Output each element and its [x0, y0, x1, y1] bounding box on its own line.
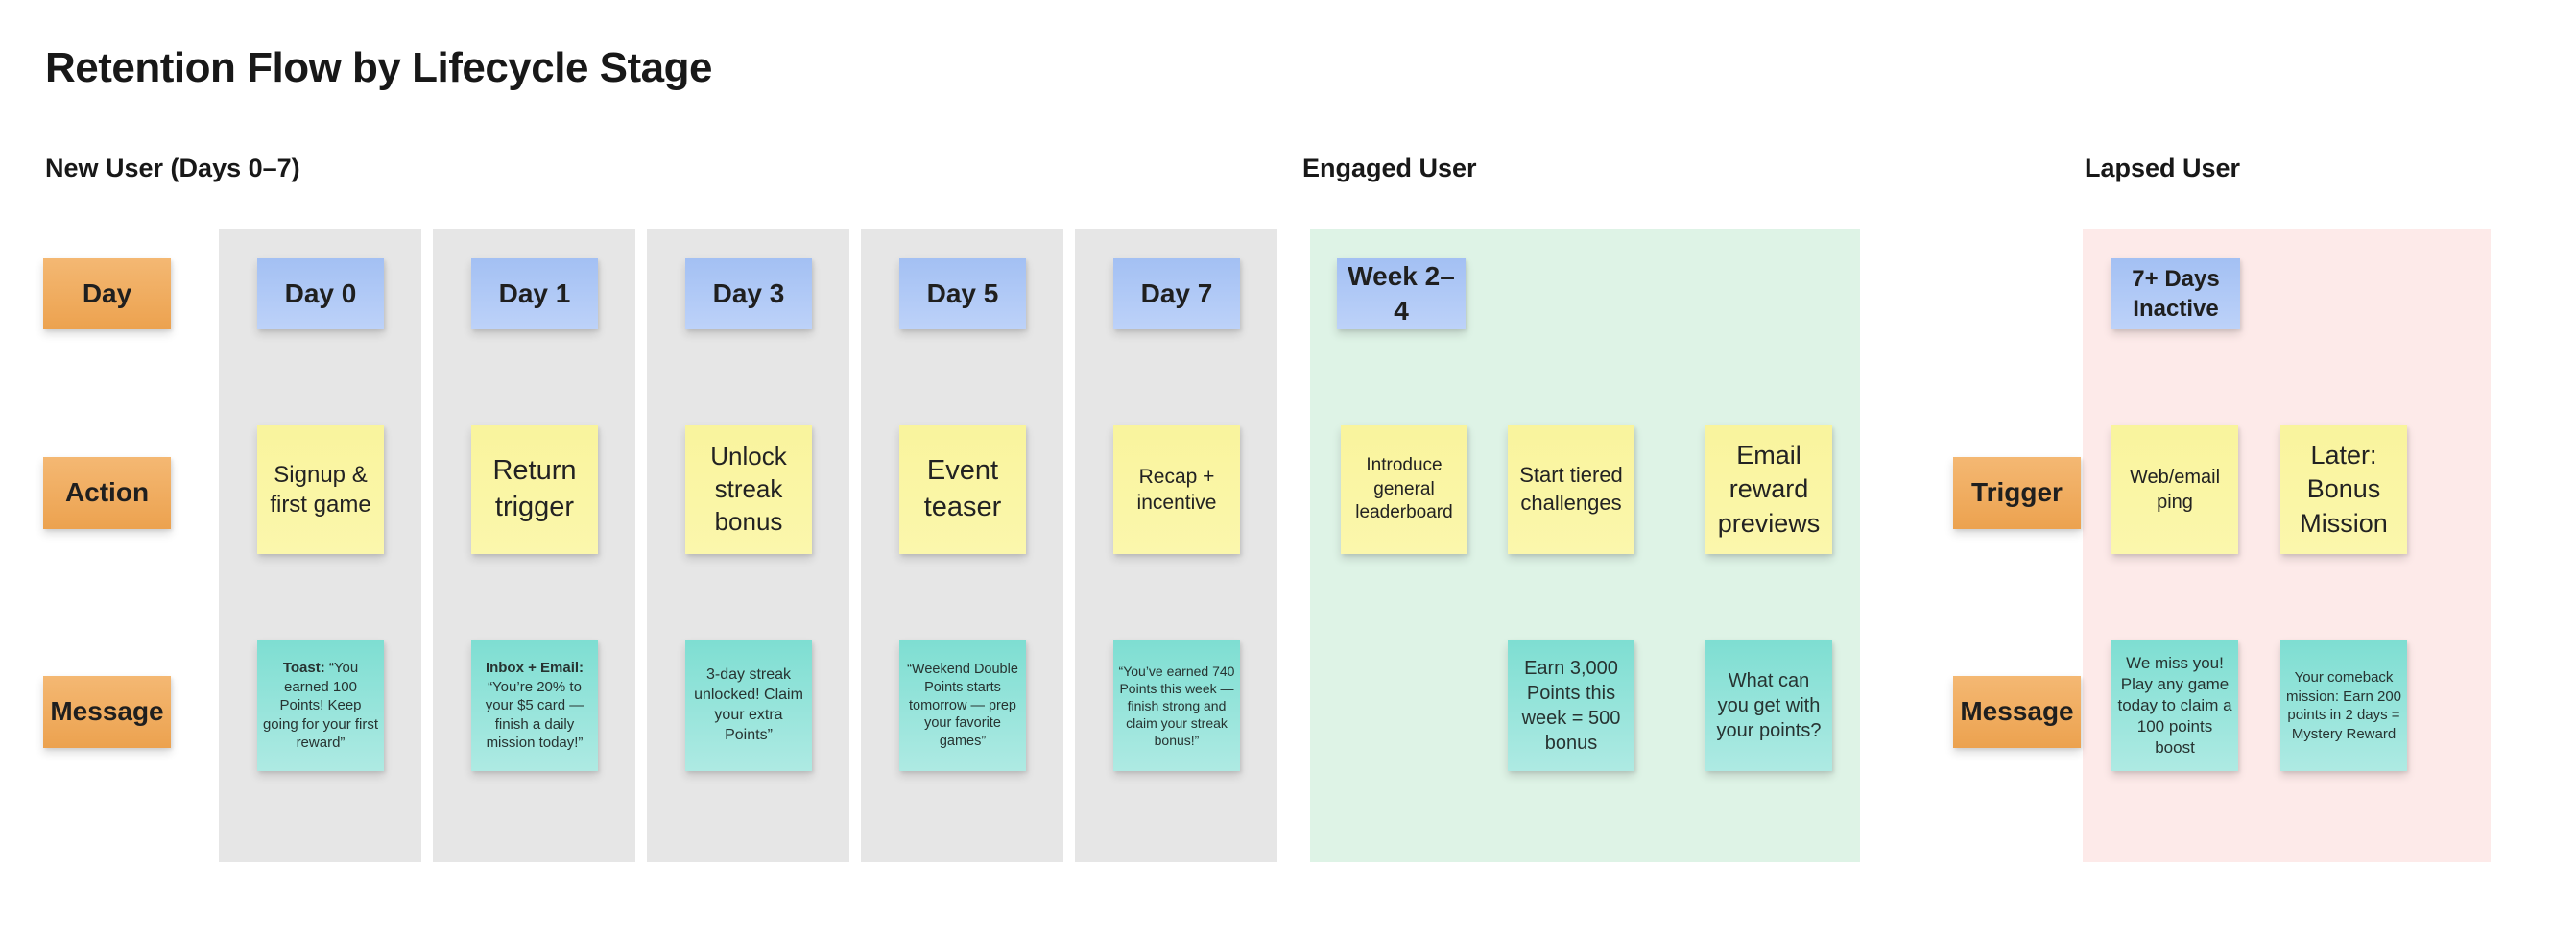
day-sticky-4[interactable]: Day 7	[1113, 258, 1240, 329]
row-label-day-text: Day	[82, 277, 132, 308]
lapsed-message-sticky-0[interactable]: We miss you! Play any game today to clai…	[2111, 640, 2238, 771]
lapsed-row-label-message[interactable]: Message	[1953, 676, 2081, 748]
section-header-new-user: New User (Days 0–7)	[45, 154, 300, 182]
message-sticky-2-text: 3-day streak unlocked! Claim your extra …	[694, 666, 803, 743]
message-sticky-3-text: “Weekend Double Points starts tomorrow —…	[907, 661, 1018, 750]
lapsed-week-sticky[interactable]: 7+ Days Inactive	[2111, 258, 2240, 329]
lapsed-action-sticky-1-text: Later: Bonus Mission	[2300, 441, 2388, 538]
row-label-message[interactable]: Message	[43, 676, 171, 748]
message-sticky-1-text: Inbox + Email: “You’re 20% to your $5 ca…	[471, 655, 598, 757]
day-sticky-3[interactable]: Day 5	[899, 258, 1026, 329]
action-sticky-2-text: Unlock streak bonus	[710, 442, 787, 536]
day-sticky-2[interactable]: Day 3	[685, 258, 812, 329]
lapsed-row-label-trigger[interactable]: Trigger	[1953, 457, 2081, 529]
row-label-action-text: Action	[64, 477, 150, 508]
lapsed-row-label-trigger-text: Trigger	[1971, 477, 2063, 508]
action-sticky-3[interactable]: Event teaser	[899, 425, 1026, 554]
day-sticky-4-text: Day 7	[1140, 277, 1213, 308]
action-sticky-1-text: Return trigger	[492, 455, 577, 522]
action-sticky-4[interactable]: Recap + incentive	[1113, 425, 1240, 554]
engaged-action-sticky-2[interactable]: Email reward previews	[1705, 425, 1832, 554]
lapsed-message-sticky-1[interactable]: Your comeback mission: Earn 200 points i…	[2280, 640, 2407, 771]
engaged-action-sticky-0[interactable]: Introduce general leaderboard	[1341, 425, 1467, 554]
section-header-engaged-user: Engaged User	[1302, 154, 1477, 182]
action-sticky-0-text: Signup & first game	[270, 461, 371, 518]
engaged-message-sticky-0-text: Earn 3,000 Points this week = 500 bonus	[1521, 658, 1621, 754]
day-sticky-1-text: Day 1	[498, 277, 571, 308]
message-sticky-0-prefix: Toast:	[282, 660, 325, 677]
action-sticky-2[interactable]: Unlock streak bonus	[685, 425, 812, 554]
lapsed-row-label-message-text: Message	[1960, 696, 2074, 727]
lapsed-message-sticky-0-text: We miss you! Play any game today to clai…	[2117, 653, 2232, 758]
page-title: Retention Flow by Lifecycle Stage	[45, 44, 712, 91]
day-sticky-0-text: Day 0	[284, 277, 357, 308]
message-sticky-4[interactable]: “You’ve earned 740 Points this week — fi…	[1113, 640, 1240, 771]
lapsed-message-sticky-1-text: Your comeback mission: Earn 200 points i…	[2285, 669, 2402, 742]
lapsed-action-sticky-0[interactable]: Web/email ping	[2111, 425, 2238, 554]
action-sticky-1[interactable]: Return trigger	[471, 425, 598, 554]
message-sticky-3[interactable]: “Weekend Double Points starts tomorrow —…	[899, 640, 1026, 771]
message-sticky-0[interactable]: Toast: “You earned 100 Points! Keep goin…	[257, 640, 384, 771]
day-sticky-1[interactable]: Day 1	[471, 258, 598, 329]
engaged-action-sticky-0-text: Introduce general leaderboard	[1355, 454, 1453, 523]
lapsed-action-sticky-0-text: Web/email ping	[2129, 467, 2221, 513]
message-sticky-1-prefix: Inbox + Email:	[485, 660, 584, 677]
message-sticky-2[interactable]: 3-day streak unlocked! Claim your extra …	[685, 640, 812, 771]
engaged-message-sticky-1[interactable]: What can you get with your points?	[1705, 640, 1832, 771]
lapsed-week-sticky-text: 7+ Days Inactive	[2132, 265, 2220, 322]
row-label-message-text: Message	[50, 696, 164, 727]
engaged-action-sticky-1[interactable]: Start tiered challenges	[1508, 425, 1634, 554]
action-sticky-4-text: Recap + incentive	[1136, 465, 1217, 514]
message-sticky-4-text: “You’ve earned 740 Points this week — fi…	[1118, 663, 1235, 749]
day-sticky-0[interactable]: Day 0	[257, 258, 384, 329]
message-sticky-1[interactable]: Inbox + Email: “You’re 20% to your $5 ca…	[471, 640, 598, 771]
engaged-action-sticky-2-text: Email reward previews	[1717, 441, 1821, 538]
engaged-week-sticky[interactable]: Week 2–4	[1337, 258, 1466, 329]
engaged-action-sticky-1-text: Start tiered challenges	[1519, 463, 1623, 515]
engaged-message-sticky-0[interactable]: Earn 3,000 Points this week = 500 bonus	[1508, 640, 1634, 771]
row-label-action[interactable]: Action	[43, 457, 171, 529]
message-sticky-0-text: Toast: “You earned 100 Points! Keep goin…	[257, 655, 384, 757]
day-sticky-2-text: Day 3	[712, 277, 785, 308]
engaged-message-sticky-1-text: What can you get with your points?	[1716, 670, 1822, 741]
action-sticky-3-text: Event teaser	[923, 455, 1002, 522]
action-sticky-0[interactable]: Signup & first game	[257, 425, 384, 554]
day-sticky-3-text: Day 5	[926, 277, 999, 308]
lapsed-action-sticky-1[interactable]: Later: Bonus Mission	[2280, 425, 2407, 554]
section-header-lapsed-user: Lapsed User	[2085, 154, 2241, 182]
row-label-day[interactable]: Day	[43, 258, 171, 329]
message-sticky-0-body: “You earned 100 Points! Keep going for y…	[262, 660, 379, 752]
engaged-week-sticky-text: Week 2–4	[1348, 260, 1455, 326]
message-sticky-1-body: “You’re 20% to your $5 card — finish a d…	[485, 678, 584, 752]
